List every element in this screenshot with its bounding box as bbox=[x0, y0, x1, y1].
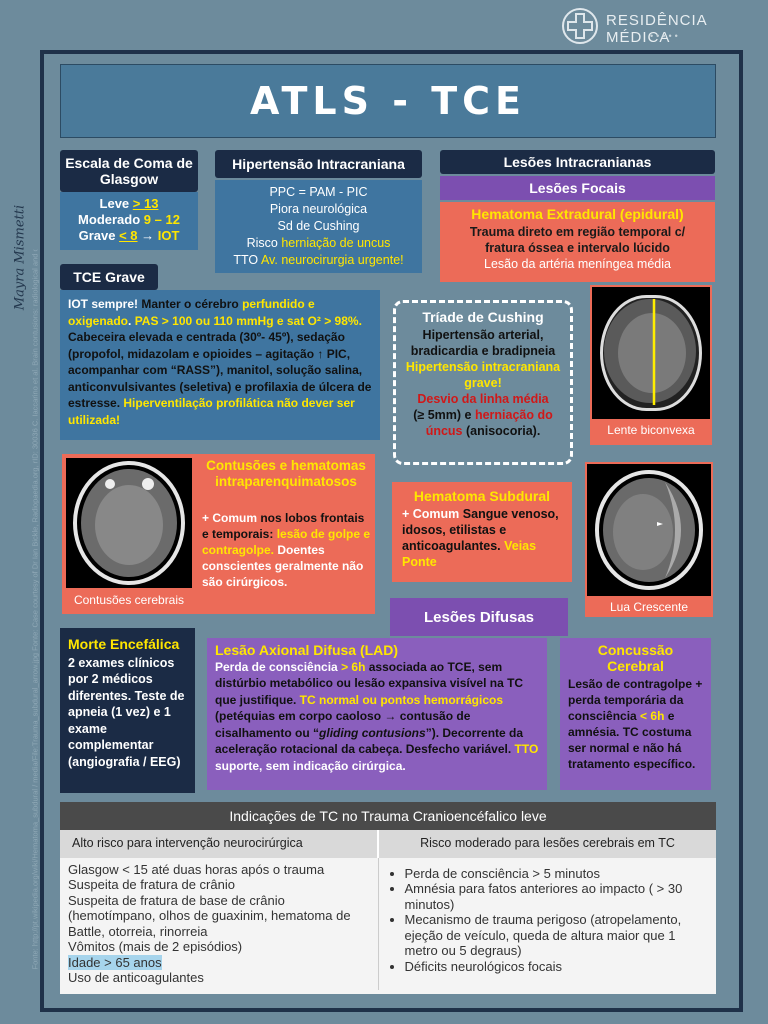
morte-box: Morte Encefálica 2 exames clínicos por 2… bbox=[60, 628, 195, 793]
source-note: Fonte: http://pt.wikipedia.org/wiki/Hema… bbox=[30, 249, 40, 970]
extradural-title: Hematoma Extradural (epidural) bbox=[471, 206, 684, 222]
risco-moderado-list: Perda de consciência > 5 minutos Amnésia… bbox=[378, 858, 716, 990]
concussao-box: Concussão Cerebral Lesão de contragolpe … bbox=[557, 638, 711, 790]
glasgow-title: Escala de Coma de Glasgow bbox=[65, 155, 193, 187]
cushing-line-4: (≥ 5mm) e herniação do úncus (anisocoria… bbox=[413, 408, 553, 438]
cushing-line-3: Desvio da linha média bbox=[417, 392, 549, 406]
list-item: Suspeita de fratura de base de crânio (h… bbox=[68, 892, 351, 939]
glasgow-body: Leve > 13 Moderado 9 – 12 Grave < 8 → IO… bbox=[60, 192, 198, 250]
glasgow-header: Escala de Coma de Glasgow bbox=[60, 150, 198, 192]
extradural-line-3: Lesão da artéria meníngea média bbox=[484, 257, 671, 271]
hic-line-3: Sd de Cushing bbox=[277, 219, 360, 233]
morte-text: 2 exames clínicos por 2 médicos diferent… bbox=[68, 655, 185, 769]
cushing-line-2: Hipertensão intracraniana grave! bbox=[405, 360, 561, 390]
brand-dots: ••••• bbox=[650, 31, 681, 41]
list-item: Mecanismo de trauma perigoso (atropelame… bbox=[405, 912, 709, 959]
hic-body: PPC = PAM - PIC Piora neurológica Sd de … bbox=[215, 180, 422, 273]
indicacoes-panel: Indicações de TC no Trauma Cranioencéfal… bbox=[60, 802, 716, 994]
contusoes-body: + Comum nos lobos frontais e temporais: … bbox=[202, 511, 371, 589]
indicacoes-header-row: Alto risco para intervenção neurocirúrgi… bbox=[60, 830, 716, 858]
cushing-title: Tríade de Cushing bbox=[422, 309, 544, 325]
extradural-box: Hematoma Extradural (epidural) Trauma di… bbox=[440, 202, 715, 282]
author-signature: Mayra Mismetti bbox=[12, 204, 28, 311]
lad-box: Lesão Axional Difusa (LAD) Perda de cons… bbox=[207, 638, 547, 790]
lesoes-focais-header: Lesões Focais bbox=[440, 176, 715, 200]
list-item: Uso de anticoagulantes bbox=[68, 970, 204, 985]
extradural-line-1: Trauma direto em região temporal c/ bbox=[469, 225, 686, 239]
hic-line-5: TTO Av. neurocirurgia urgente! bbox=[233, 253, 404, 267]
ct-extradural-image bbox=[592, 287, 710, 419]
brand-logo: RESIDÊNCIA MÉDICA ••••• bbox=[560, 6, 760, 46]
extradural-line-2: fratura óssea e intervalo lúcido bbox=[485, 241, 670, 255]
page-frame bbox=[40, 50, 743, 1012]
ct-subdural-panel: Lua Crescente bbox=[585, 462, 713, 617]
lesoes-title: Lesões Intracranianas bbox=[503, 154, 652, 170]
list-item: Amnésia para fatos anteriores ao impacto… bbox=[405, 881, 709, 912]
page-title: ATLS - TCE bbox=[60, 64, 716, 138]
ct-subdural-image bbox=[587, 464, 711, 596]
list-item: Vômitos (mais de 2 episódios) bbox=[68, 939, 243, 954]
lesoes-difusas-title: Lesões Difusas bbox=[423, 608, 535, 626]
hic-line-1: PPC = PAM - PIC bbox=[269, 185, 368, 199]
lesoes-header: Lesões Intracranianas bbox=[440, 150, 715, 174]
ct-contusoes-caption: Contusões cerebrais bbox=[73, 593, 185, 607]
ct-extradural-panel: Lente biconvexa bbox=[590, 285, 712, 445]
hic-line-2: Piora neurológica bbox=[269, 202, 368, 216]
col-risco-moderado: Risco moderado para lesões cerebrais em … bbox=[420, 836, 675, 850]
contusoes-title: Contusões e hematomas intraparenquimatos… bbox=[206, 458, 366, 489]
list-item: Déficits neurológicos focais bbox=[405, 959, 709, 975]
medical-cross-icon bbox=[562, 8, 598, 44]
glasgow-severe: Grave < 8 → IOT bbox=[78, 228, 180, 243]
list-item-highlighted: Idade > 65 anos bbox=[68, 954, 162, 970]
subdural-title: Hematoma Subdural bbox=[413, 488, 551, 504]
tce-grave-title: TCE Grave bbox=[73, 269, 145, 285]
indicacoes-table: Alto risco para intervenção neurocirúrgi… bbox=[60, 830, 716, 990]
lesoes-difusas-header: Lesões Difusas bbox=[390, 598, 568, 636]
ct-contusoes-image bbox=[66, 458, 192, 588]
morte-title: Morte Encefálica bbox=[68, 636, 180, 652]
glasgow-mild: Leve > 13 bbox=[99, 196, 159, 211]
alto-risco-list: Glasgow < 15 até duas horas após o traum… bbox=[60, 857, 379, 990]
list-item: Glasgow < 15 até duas horas após o traum… bbox=[68, 861, 325, 877]
tce-grave-header: TCE Grave bbox=[60, 264, 158, 290]
tce-grave-body: IOT sempre! Manter o cérebro perfundido … bbox=[60, 290, 380, 440]
list-item: Suspeita de fratura de crânio bbox=[68, 877, 235, 892]
subdural-box: Hematoma Subdural + Comum Sangue venoso,… bbox=[392, 482, 572, 582]
brand-name: RESIDÊNCIA MÉDICA bbox=[606, 12, 707, 46]
hic-header: Hipertensão Intracraniana bbox=[215, 150, 422, 178]
ct-extradural-caption: Lente biconvexa bbox=[607, 423, 695, 437]
glasgow-moderate: Moderado 9 – 12 bbox=[78, 212, 180, 227]
list-item: Perda de consciência > 5 minutos bbox=[405, 866, 709, 882]
hic-title: Hipertensão Intracraniana bbox=[232, 156, 405, 172]
col-alto-risco: Alto risco para intervenção neurocirúrgi… bbox=[60, 830, 379, 858]
indicacoes-title: Indicações de TC no Trauma Cranioencéfal… bbox=[60, 802, 716, 830]
indicacoes-body-row: Glasgow < 15 até duas horas após o traum… bbox=[60, 857, 716, 990]
lesoes-focais-title: Lesões Focais bbox=[529, 180, 626, 196]
contusoes-box: Contusões cerebrais Contusões e hematoma… bbox=[62, 454, 375, 614]
ct-subdural-caption: Lua Crescente bbox=[609, 600, 689, 614]
hic-line-4: Risco herniação de uncus bbox=[246, 236, 391, 250]
concussao-title: Concussão Cerebral bbox=[597, 642, 674, 674]
lad-title: Lesão Axional Difusa (LAD) bbox=[215, 642, 399, 658]
cushing-box: Tríade de Cushing Hipertensão arterial, … bbox=[393, 300, 573, 465]
cushing-line-1: Hipertensão arterial, bradicardia e brad… bbox=[410, 328, 556, 358]
